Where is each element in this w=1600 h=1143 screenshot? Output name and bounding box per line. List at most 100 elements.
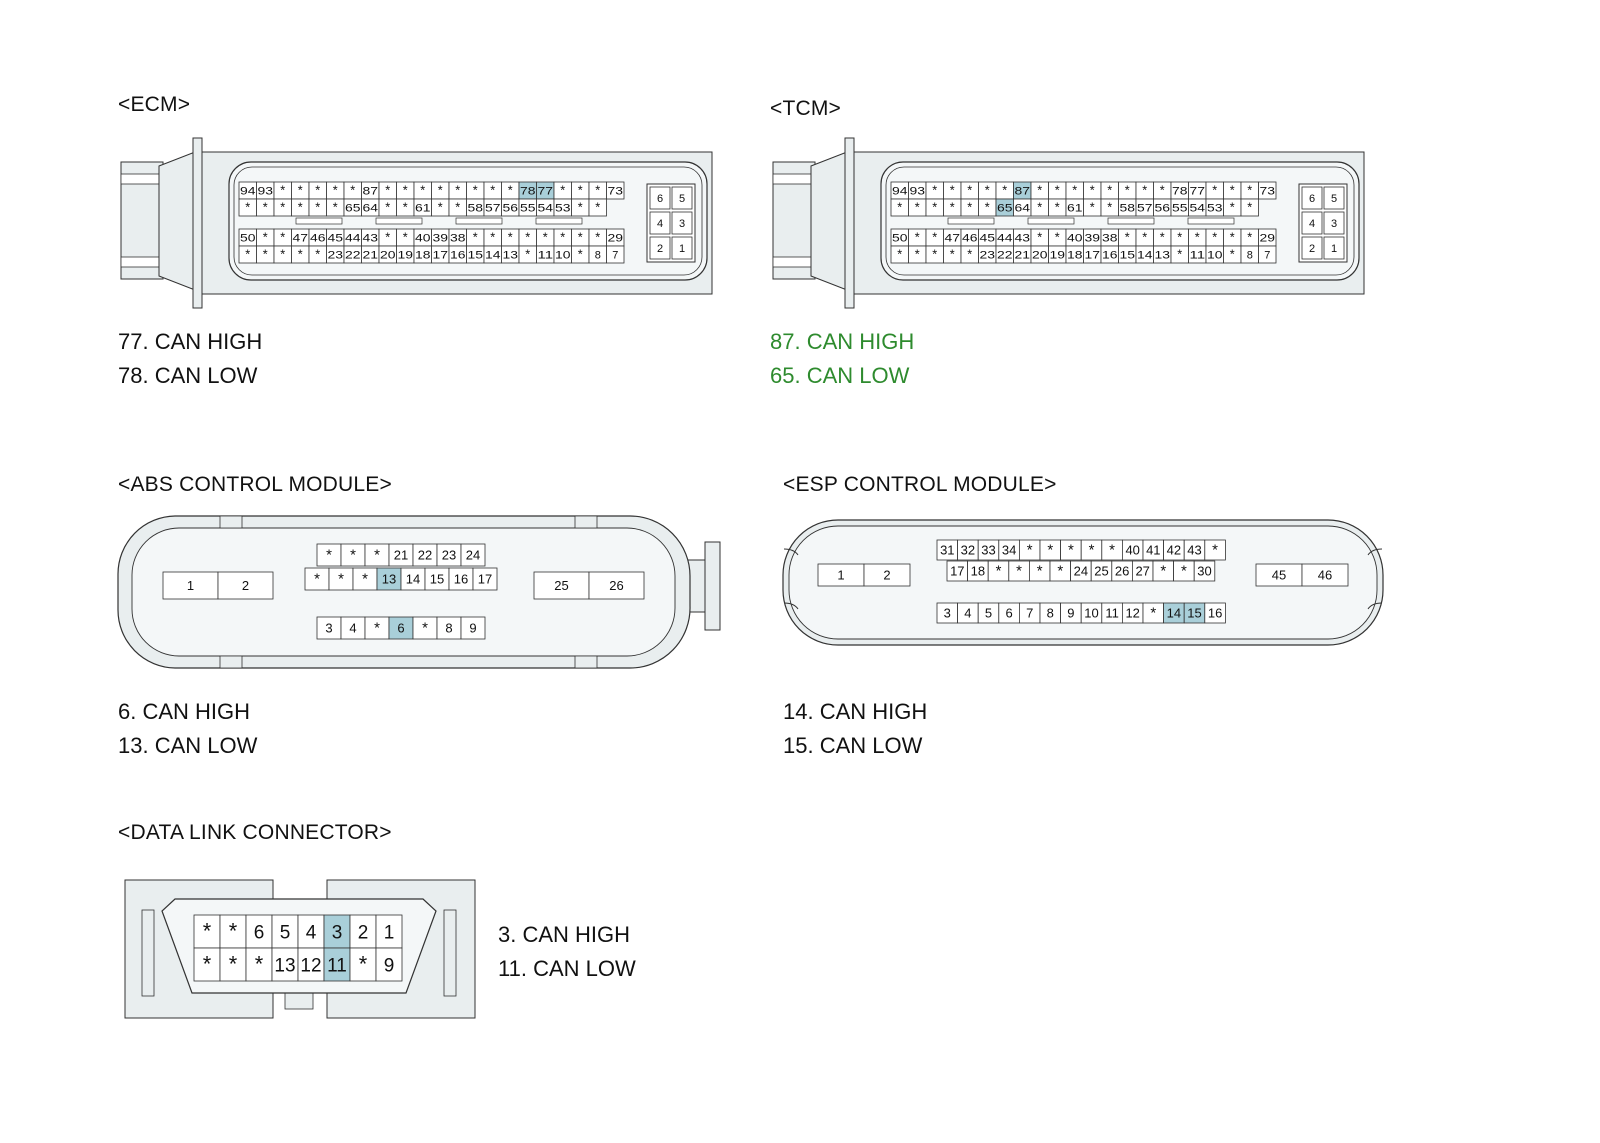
tcm-pin-label: *: [967, 247, 972, 261]
dlc-pin-label: *: [203, 918, 212, 943]
tcm-pin-label: *: [950, 200, 955, 214]
ecm-pin-label: *: [473, 230, 478, 244]
ecm-pin-label: 47: [293, 232, 309, 244]
ecm-block-pin-label: 2: [657, 243, 663, 255]
tcm-pin-label: 61: [1067, 202, 1083, 214]
ecm-pin-label: *: [560, 183, 565, 197]
ecm-pin-label: *: [490, 183, 495, 197]
ecm-pin-label: 77: [538, 185, 554, 197]
tcm-pin-label: *: [915, 200, 920, 214]
tcm-pin-label: *: [1230, 200, 1235, 214]
tcm-pin-cell: [1240, 198, 1259, 217]
tcm-pin-label: *: [1212, 183, 1217, 197]
abs-pin-label: 4: [349, 621, 356, 636]
ecm-pin-label: 7: [612, 249, 618, 261]
esp-pin-cell: [1204, 539, 1226, 561]
esp-pin-label: *: [1047, 542, 1053, 559]
tcm-pin-label: 64: [1015, 202, 1031, 214]
key-slot: [1107, 217, 1155, 225]
tcm-pin-label: *: [1247, 200, 1252, 214]
tcm-pin-label: *: [1142, 183, 1147, 197]
ecm-block-pin-label: 5: [679, 193, 685, 205]
esp-pin-label: 40: [1125, 543, 1139, 558]
esp-pin-label: 15: [1187, 606, 1201, 621]
tcm-pin-label: 22: [997, 249, 1013, 261]
ecm-pin-label: 53: [555, 202, 571, 214]
ecm-pin-label: *: [245, 200, 250, 214]
ecm-pin-label: 50: [240, 232, 256, 244]
ecm-pin-label: *: [508, 230, 513, 244]
esp-pin-label: *: [1109, 542, 1115, 559]
ecm-pin-label: 65: [345, 202, 361, 214]
tcm-pin-label: *: [1107, 200, 1112, 214]
tcm-pin-label: *: [1055, 230, 1060, 244]
tcm-note-can-high: 87. CAN HIGH: [770, 329, 915, 354]
ecm-pin-label: *: [578, 230, 583, 244]
ecm-pin-label: *: [263, 247, 268, 261]
ecm-pin-label: 61: [415, 202, 431, 214]
ecm-pin-label: 20: [380, 249, 396, 261]
tcm-pin-label: *: [967, 200, 972, 214]
tcm-block-pin-cell: [1323, 236, 1345, 260]
tcm-pin-label: *: [1125, 230, 1130, 244]
esp-pin-label: 32: [961, 543, 975, 558]
tcm-pin-label: *: [1002, 183, 1007, 197]
tcm-pin-label: *: [1037, 183, 1042, 197]
abs-pin-label: *: [422, 620, 428, 637]
tcm-block-pin-cell: [1301, 186, 1323, 210]
tcm-pin-label: 7: [1264, 249, 1270, 261]
tcm-pin-label: 46: [962, 232, 978, 244]
tcm-pin-label: 16: [1102, 249, 1118, 261]
tcm-pin-label: 13: [1155, 249, 1171, 261]
esp-pin-label: 4: [964, 606, 971, 621]
ecm-pin-label: 18: [415, 249, 431, 261]
tcm-pin-label: *: [1177, 247, 1182, 261]
abs-pin-label: *: [374, 547, 380, 564]
tcm-pin-label: 44: [997, 232, 1013, 244]
ecm-pin-label: *: [315, 200, 320, 214]
esp-pin-cell: [1193, 560, 1216, 582]
tcm-pin-label: 40: [1067, 232, 1083, 244]
abs-pin-cell: [460, 616, 486, 640]
dlc-pin-label: *: [255, 951, 264, 976]
tcm-pin-label: *: [1195, 230, 1200, 244]
ecm-pin-label: *: [560, 230, 565, 244]
dlc-pin-cell: [375, 947, 403, 982]
abs-pin-label: 21: [394, 548, 408, 563]
esp-pin-label: 34: [1002, 543, 1016, 558]
abs-pin-cell: [162, 571, 219, 600]
ecm-pin-label: 14: [485, 249, 501, 261]
esp-pin-label: 7: [1026, 606, 1033, 621]
tcm-block-pin-label: 4: [1309, 218, 1315, 230]
ecm-pin-label: 17: [433, 249, 449, 261]
tcm-pin-label: 65: [997, 202, 1013, 214]
ecm-pin-label: *: [385, 230, 390, 244]
tcm-pin-label: *: [950, 183, 955, 197]
dlc-note-can-low: 11. CAN LOW: [498, 956, 636, 981]
ecm-pin-label: 16: [450, 249, 466, 261]
dlc-pin-cell: [271, 914, 299, 949]
tcm-pin-label: 38: [1102, 232, 1118, 244]
tcm-pin-label: 55: [1172, 202, 1188, 214]
tcm-pin-label: *: [1090, 200, 1095, 214]
ecm-title: <ECM>: [118, 93, 191, 116]
tcm-pin-label: 57: [1137, 202, 1153, 214]
esp-pin-label: 1: [837, 568, 844, 583]
esp-pin-label: 46: [1318, 568, 1332, 583]
tcm-pin-label: *: [985, 200, 990, 214]
ecm-pin-label: 23: [328, 249, 344, 261]
dlc-pin-label: 9: [384, 955, 395, 976]
abs-pin-cell: [460, 543, 486, 567]
key-slot: [375, 217, 423, 225]
ecm-pin-label: 39: [433, 232, 449, 244]
tcm-pin-label: *: [1160, 183, 1165, 197]
ecm-pin-label: 54: [538, 202, 554, 214]
abs-notes: 6. CAN HIGH 13. CAN LOW: [118, 695, 257, 763]
esp-pin-label: *: [1212, 542, 1218, 559]
tcm-pin-label: *: [1125, 183, 1130, 197]
key-slot: [455, 217, 503, 225]
abs-pin-label: 26: [609, 578, 623, 593]
dlc-pin-label: 13: [274, 955, 295, 976]
tcm-pin-label: 78: [1172, 185, 1188, 197]
